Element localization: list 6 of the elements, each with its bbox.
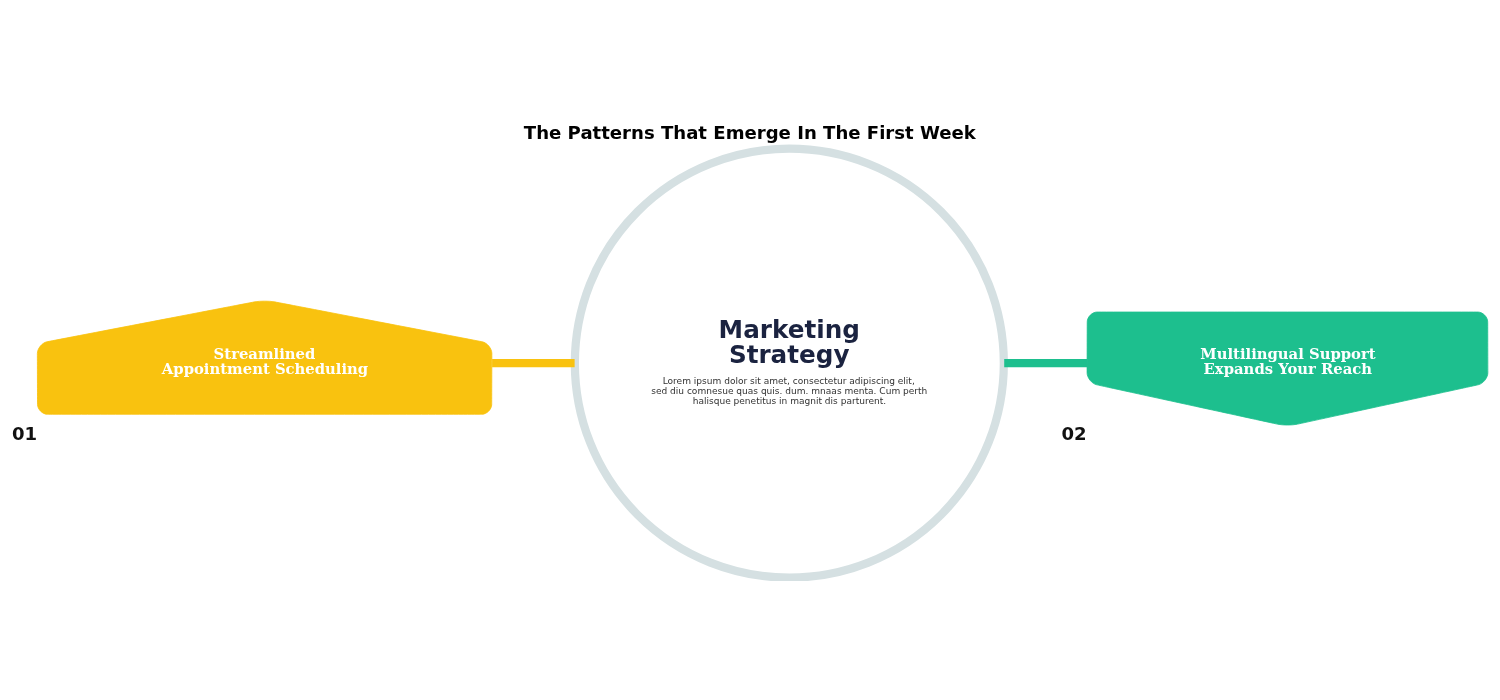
node-label: 01 bbox=[12, 423, 38, 445]
diagram-title: The Patterns That Emerge In The First Week bbox=[523, 122, 976, 144]
connector bbox=[492, 359, 575, 368]
node-circle: Marketing Strategy Lorem ipsum dolor sit amet, consectetur adipiscing elit, sed diu comnesue quas quis. dum. mnaas menta. Cum perth halisque penetitus in magnit dis parturent. bbox=[570, 144, 1008, 581]
node-label: 02 bbox=[1061, 423, 1087, 445]
connector bbox=[1004, 359, 1088, 368]
